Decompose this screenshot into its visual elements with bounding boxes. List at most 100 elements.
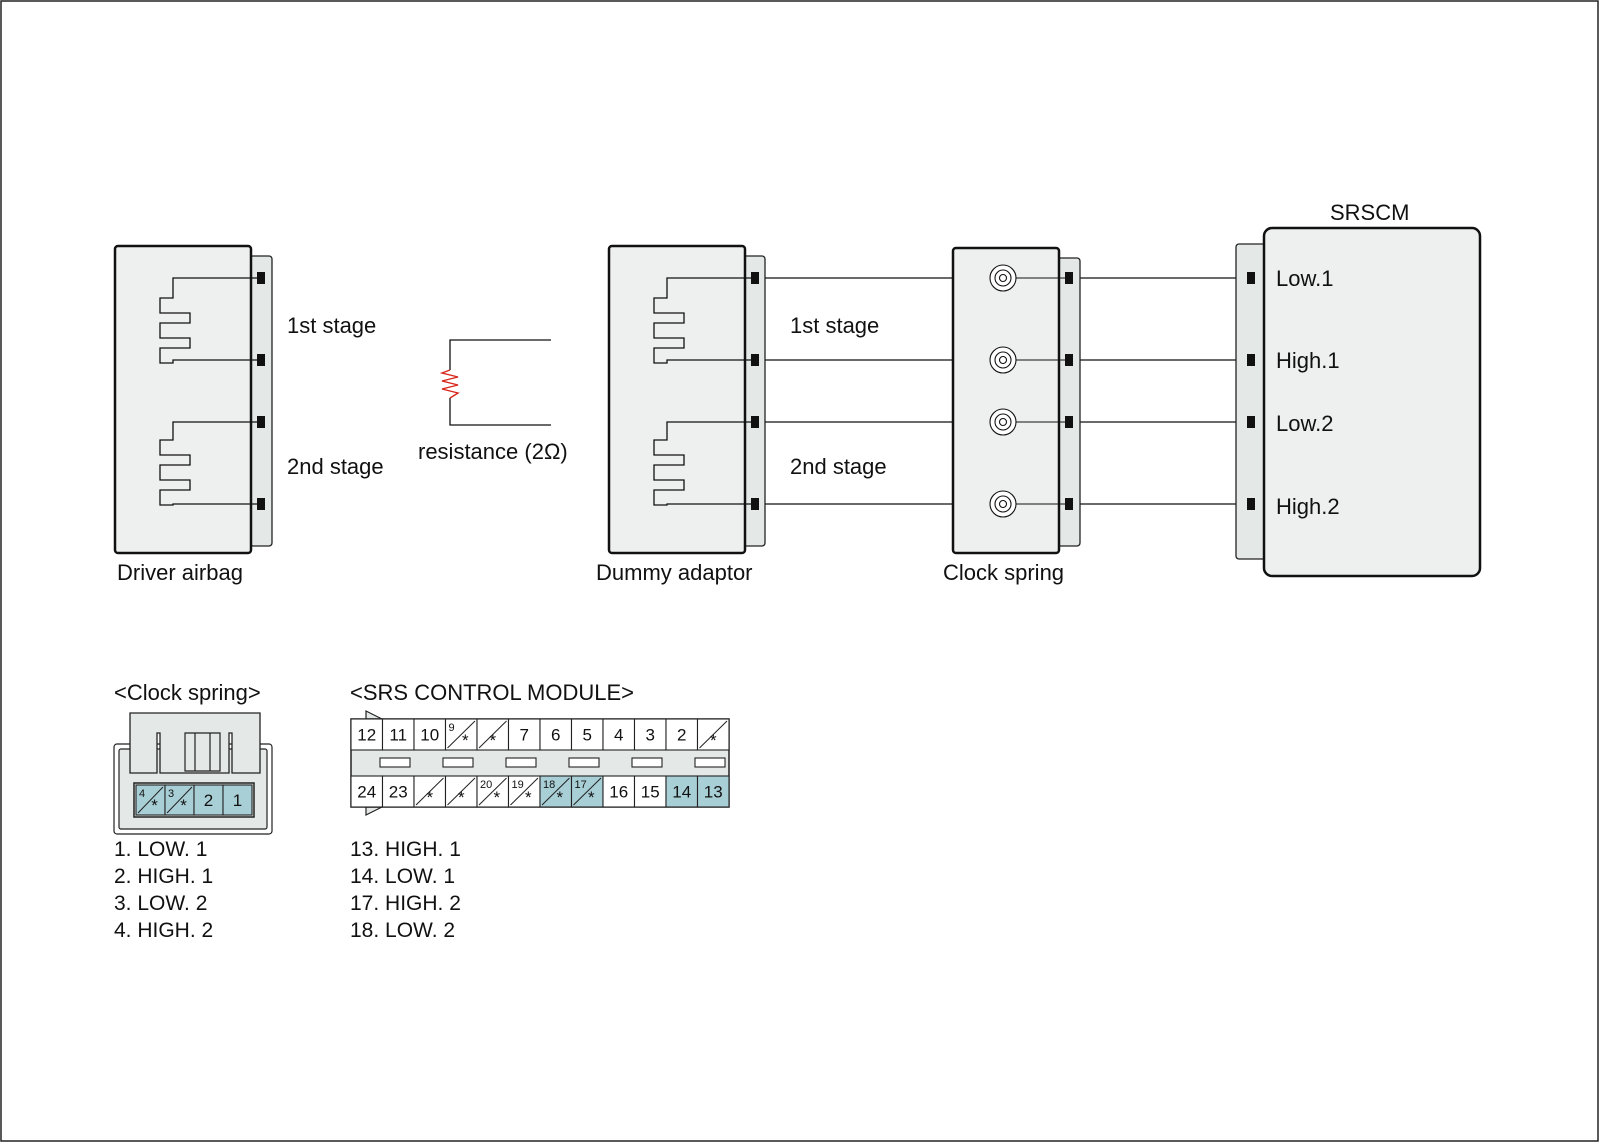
srs-slot <box>379 757 411 768</box>
srs-module-connector-title: <SRS CONTROL MODULE> <box>350 680 634 705</box>
pin-number: 5 <box>583 726 592 745</box>
pin-number: 2 <box>204 791 213 810</box>
pin-diagonal <box>541 777 570 806</box>
coil-middle <box>994 269 1012 287</box>
dummy-adaptor-body <box>607 244 747 555</box>
pin-diagonal <box>478 720 507 749</box>
cs-legend-item: 1. LOW. 1 <box>114 838 207 861</box>
pin-diagonal <box>573 777 602 806</box>
srs-slot <box>442 757 474 768</box>
pin-cell: 7 <box>507 718 541 751</box>
driver-airbag: 1st stage 2nd stage Driver airbag <box>113 244 384 585</box>
srs-center-slots <box>379 757 726 768</box>
pin-box <box>350 775 384 808</box>
coil-middle <box>994 351 1012 369</box>
pin-star: * <box>151 796 158 815</box>
srs-slot <box>694 757 726 768</box>
dummy-adaptor-terminals <box>751 272 759 510</box>
srs-slot <box>631 757 663 768</box>
pin-box <box>665 775 699 808</box>
driver-airbag-1st-stage-label: 1st stage <box>287 313 376 338</box>
pin-box <box>602 718 636 751</box>
pin-number: 17 <box>575 779 587 791</box>
pin-cell: 2 <box>193 784 224 816</box>
cs-legend-item: 4. HIGH. 2 <box>114 919 213 942</box>
cs-legend-item: 3. LOW. 2 <box>114 892 207 915</box>
pin-box <box>413 718 447 751</box>
pin-cell: 13 <box>696 775 730 808</box>
pin-box <box>350 718 384 751</box>
clock-spring-label: Clock spring <box>943 560 1064 585</box>
coil-inner <box>998 273 1008 283</box>
srs-slot <box>505 757 537 768</box>
resistor-zigzag <box>439 369 460 399</box>
dummy-squib-2nd <box>653 421 755 506</box>
pin-number: 10 <box>420 726 439 745</box>
pin-number: 4 <box>139 788 145 800</box>
srs-legend-item: 14. LOW. 1 <box>350 865 455 888</box>
pin-number: 23 <box>389 783 408 802</box>
pin-cell: 16 <box>602 775 636 808</box>
pin-diagonal <box>415 777 444 806</box>
srscm-terminal-high-1: High.1 <box>1276 348 1340 373</box>
pin-cell: 17* <box>570 775 604 808</box>
dummy-adaptor-2nd-stage-label: 2nd stage <box>790 454 887 479</box>
srs-legend-item: 13. HIGH. 1 <box>350 838 461 861</box>
pin-number: 24 <box>357 783 376 802</box>
pin-number: 19 <box>512 779 524 791</box>
srs-slot <box>568 757 600 768</box>
coil-outer <box>989 346 1017 374</box>
pin-box <box>633 775 667 808</box>
srs-legend-item: 17. HIGH. 2 <box>350 892 461 915</box>
resistance-label: resistance (2Ω) <box>418 439 568 464</box>
pin-cell: 3 <box>633 718 667 751</box>
clock-spring: Clock spring <box>943 246 1081 585</box>
pin-cell: 12 <box>350 718 384 751</box>
coil-inner <box>998 499 1008 509</box>
pin-star: * <box>426 788 433 807</box>
srs-legend: 13. HIGH. 1 14. LOW. 1 17. HIGH. 2 18. L… <box>350 838 461 942</box>
pin-number: 15 <box>641 783 660 802</box>
pin-number: 18 <box>543 779 555 791</box>
srscm: SRSCM Low.1 High.1 Low.2 High.2 <box>1235 200 1482 578</box>
pin-star: * <box>462 731 469 750</box>
pin-box <box>539 718 573 751</box>
pin-cell: 10 <box>413 718 447 751</box>
pin-number: 6 <box>551 726 560 745</box>
cs-pin-frame <box>133 782 255 818</box>
srs-legend-item: 18. LOW. 2 <box>350 919 455 942</box>
pin-number: 16 <box>609 783 628 802</box>
srscm-terminals <box>1247 272 1255 510</box>
pin-box <box>193 784 224 816</box>
pin-cell: 2 <box>665 718 699 751</box>
pin-cell: * <box>696 718 730 751</box>
pin-number: 12 <box>357 726 376 745</box>
pin-number: 2 <box>677 726 686 745</box>
driver-airbag-2nd-stage-label: 2nd stage <box>287 454 384 479</box>
coil-outer <box>989 264 1017 292</box>
srscm-body <box>1262 226 1482 578</box>
pin-cell: 9* <box>444 718 478 751</box>
pin-number: 11 <box>389 726 407 745</box>
clock-spring-coils <box>989 264 1073 518</box>
dummy-adaptor-label: Dummy adaptor <box>596 560 753 585</box>
pin-number: 3 <box>646 726 655 745</box>
pin-number: 20 <box>480 779 492 791</box>
srscm-terminal-low-2: Low.2 <box>1276 411 1334 436</box>
pin-star: * <box>588 788 595 807</box>
pin-star: * <box>489 731 496 750</box>
airbag-squib-1st <box>159 277 262 364</box>
clock-spring-connector-title: <Clock spring> <box>114 680 261 705</box>
pin-number: 1 <box>233 791 242 810</box>
pin-cell: 14 <box>665 775 699 808</box>
pin-cell: 6 <box>539 718 573 751</box>
srscm-terminal-low-1: Low.1 <box>1276 266 1334 291</box>
pin-cell: 15 <box>633 775 667 808</box>
pin-box <box>696 775 730 808</box>
srscm-terminal-high-2: High.2 <box>1276 494 1340 519</box>
pin-cell: 11 <box>381 718 415 751</box>
pin-box <box>507 718 541 751</box>
